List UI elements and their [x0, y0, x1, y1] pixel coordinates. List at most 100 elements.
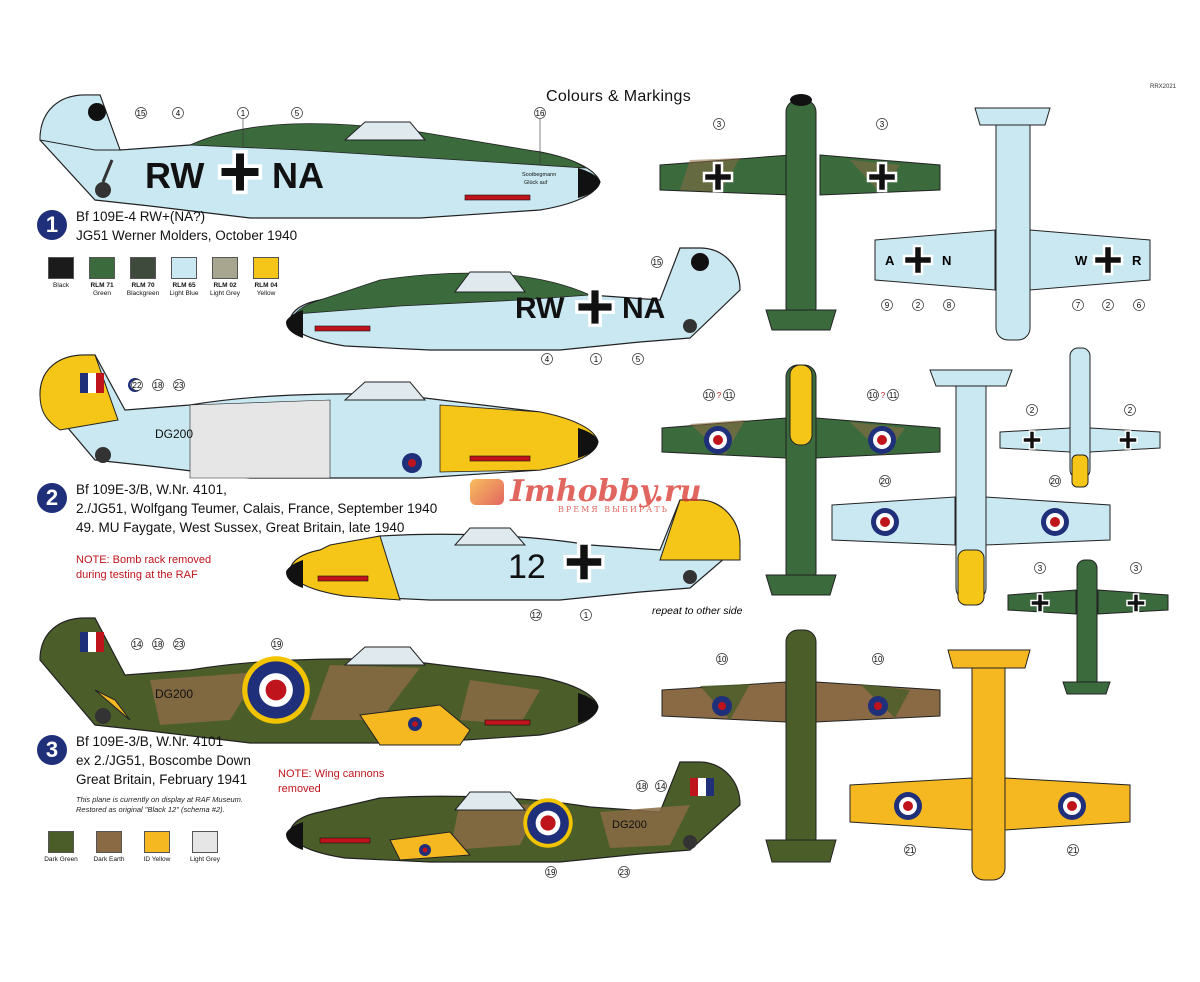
- svg-text:20: 20: [881, 477, 890, 486]
- repeat-note: repeat to other side: [652, 605, 743, 617]
- svg-text:2: 2: [1128, 406, 1133, 415]
- svg-text:9: 9: [885, 301, 890, 310]
- callouts-s3-under: 21 21: [904, 844, 1079, 856]
- svg-text:4: 4: [176, 109, 181, 118]
- svg-text:14: 14: [133, 640, 142, 649]
- svg-text:20: 20: [1051, 477, 1060, 486]
- scheme3-profile-starboard: DG200: [39, 617, 599, 746]
- callouts-s2a: 22 18 23: [131, 379, 185, 391]
- callouts-s2-small-under: 2 2: [1026, 404, 1136, 416]
- callouts-s2-under: 20 20: [879, 475, 1061, 487]
- scheme3-caption: Bf 109E-3/B, W.Nr. 4101 ex 2./JG51, Bosc…: [76, 734, 251, 787]
- scheme3-museum-note: This plane is currently on display at RA…: [76, 795, 244, 814]
- scheme2-top-view: [661, 364, 941, 596]
- svg-text:23: 23: [175, 640, 184, 649]
- swatch-black-chip: [48, 257, 74, 279]
- svg-text:3: 3: [717, 120, 722, 129]
- callouts-s2b: 12 1: [530, 609, 592, 621]
- s1a-code-left: RW: [145, 155, 204, 196]
- svg-text:18: 18: [154, 640, 163, 649]
- watermark-brand: Imhobby.ru: [510, 474, 702, 509]
- scheme3-swatches: Dark Green Dark Earth ID Yellow Light Gr…: [44, 831, 220, 864]
- watermark-tagline: ВРЕМЯ ВЫБИРАТЬ: [558, 505, 670, 514]
- sheet-title: Colours & Markings: [546, 88, 692, 105]
- svg-text:1: 1: [594, 355, 599, 364]
- scheme1-line2: JG51 Werner Molders, October 1940: [76, 228, 298, 243]
- swatch-black: Black: [48, 257, 74, 298]
- svg-text:21: 21: [1069, 846, 1078, 855]
- svg-text:2: 2: [1030, 406, 1035, 415]
- svg-text:15: 15: [137, 109, 146, 118]
- svg-text:18: 18: [154, 381, 163, 390]
- svg-text:N: N: [942, 253, 951, 268]
- svg-text:23: 23: [620, 868, 629, 877]
- svg-text:10: 10: [718, 655, 727, 664]
- callouts-s3-top: 10 10: [716, 653, 884, 665]
- scheme2-profile-starboard: DG200: [39, 354, 599, 479]
- svg-text:W: W: [1075, 253, 1088, 268]
- scheme1-profile-starboard: RW NA Sootbegmann Glück auf: [39, 94, 601, 219]
- svg-text:NA: NA: [622, 292, 665, 325]
- svg-text:12: 12: [532, 611, 541, 620]
- stencil-1: Sootbegmann: [522, 172, 556, 178]
- callouts-s3b: 18 14 19 23: [545, 780, 667, 878]
- svg-text:1: 1: [584, 611, 589, 620]
- svg-text:DG200: DG200: [155, 687, 193, 701]
- svg-text:16: 16: [536, 109, 545, 118]
- svg-text:7: 7: [1076, 301, 1081, 310]
- callouts-s1b: 15 4 1 5: [541, 256, 663, 365]
- svg-text:5: 5: [295, 109, 300, 118]
- svg-text:6: 6: [1137, 301, 1142, 310]
- callouts-s1-top: 3 3: [713, 118, 888, 130]
- swatch-light-grey: Light Grey: [190, 831, 220, 864]
- stencil-2: Glück auf: [524, 180, 548, 186]
- scheme2-badge: 2: [37, 483, 67, 513]
- svg-text:A: A: [885, 253, 895, 268]
- scheme3-top-view: [661, 629, 941, 863]
- svg-text:8: 8: [947, 301, 952, 310]
- svg-text:DG200: DG200: [155, 427, 193, 441]
- svg-text:18: 18: [638, 782, 647, 791]
- scheme1-caption: Bf 109E-4 RW+(NA?) JG51 Werner Molders, …: [76, 207, 297, 245]
- svg-text:10: 10: [869, 391, 878, 400]
- svg-text:10: 10: [705, 391, 714, 400]
- callouts-s2-small-top: 3 3: [1034, 562, 1142, 574]
- swatch-id-yellow: ID Yellow: [144, 831, 170, 864]
- callouts-s1a: 15 4 1 5 16: [135, 107, 546, 165]
- scheme2-profile-port: 12: [286, 499, 741, 601]
- svg-text:23: 23: [175, 381, 184, 390]
- svg-text:19: 19: [547, 868, 556, 877]
- scheme2-small-under-view: [999, 347, 1161, 488]
- callouts-s3a: 14 18 23 19: [131, 638, 283, 650]
- scheme1-under-view: A N W R: [874, 107, 1151, 341]
- scheme1-profile-port: RW NA: [286, 247, 741, 351]
- svg-text:11: 11: [725, 391, 734, 400]
- watermark-logo-icon: [470, 478, 504, 505]
- scheme3-badge: 3: [37, 735, 67, 765]
- svg-text:3: 3: [1038, 564, 1043, 573]
- scheme1-badge: 1: [37, 210, 67, 240]
- scheme3-note: NOTE: Wing cannons removed: [278, 768, 385, 795]
- svg-text:3: 3: [1134, 564, 1139, 573]
- swatch-dark-green: Dark Green: [44, 831, 78, 864]
- svg-text:?: ?: [881, 391, 886, 400]
- svg-text:3: 3: [880, 120, 885, 129]
- svg-text:1: 1: [241, 109, 246, 118]
- svg-text:12: 12: [508, 548, 546, 586]
- svg-text:21: 21: [906, 846, 915, 855]
- s1a-code-right: NA: [272, 155, 324, 196]
- svg-text:14: 14: [657, 782, 666, 791]
- svg-text:?: ?: [717, 391, 722, 400]
- scheme3-profile-port: DG200: [286, 761, 741, 863]
- scheme2-caption: Bf 109E-3/B, W.Nr. 4101, 2./JG51, Wolfga…: [76, 482, 438, 535]
- svg-text:4: 4: [545, 355, 550, 364]
- callouts-s2-top: 10 ? 11 10 ? 11: [703, 389, 899, 401]
- svg-text:R: R: [1132, 253, 1142, 268]
